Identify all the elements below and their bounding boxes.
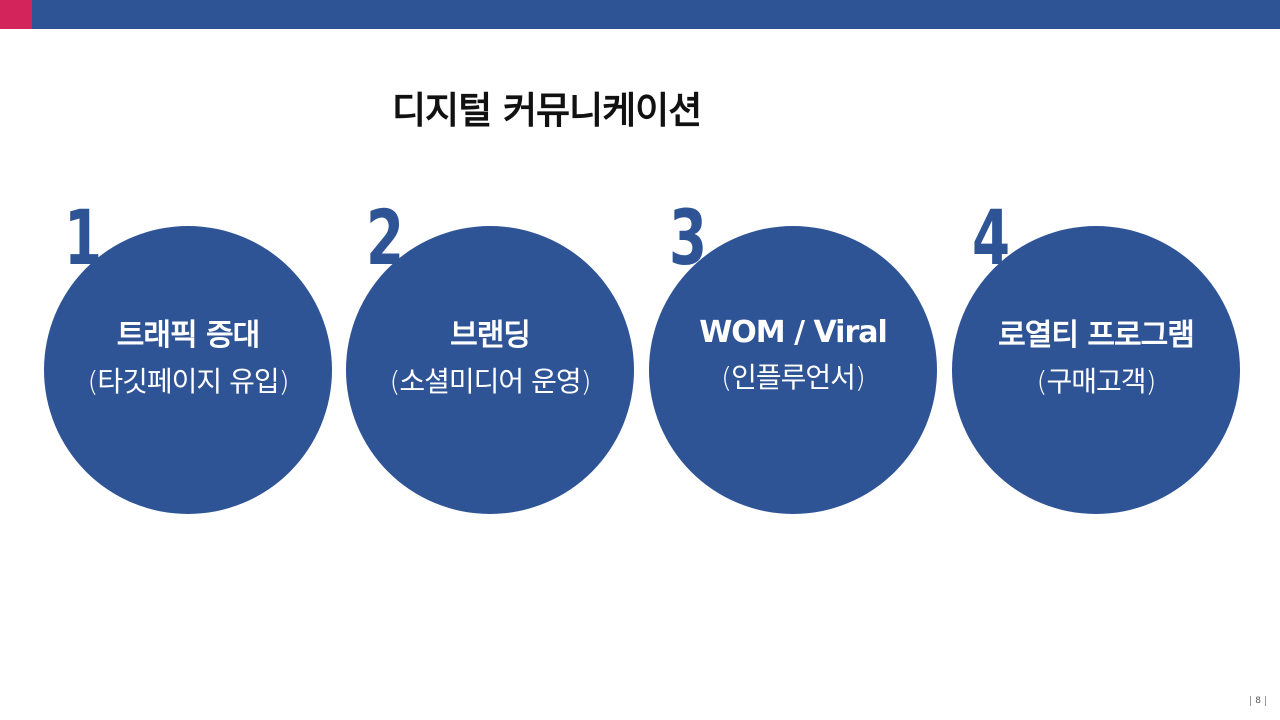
step-subtitle: (인플루언서) (721, 360, 866, 394)
step-subtitle: (타깃페이지 유입) (87, 365, 289, 398)
step-circle: 트래픽 증대 (타깃페이지 유입) (44, 226, 332, 514)
step-2: 2 브랜딩 (소셜미디어 운영) (346, 200, 646, 520)
step-title: 브랜딩 (450, 318, 531, 353)
top-bar (0, 0, 1280, 29)
step-circle: 브랜딩 (소셜미디어 운영) (346, 226, 634, 514)
step-title: 로열티 프로그램 (998, 318, 1195, 353)
accent-block (0, 0, 32, 29)
step-circle: 로열티 프로그램 (구매고객) (952, 226, 1240, 514)
step-3: 3 WOM / Viral (인플루언서) (649, 200, 949, 520)
step-1: 1 트래픽 증대 (타깃페이지 유입) (44, 200, 344, 520)
slide-title: 디지털 커뮤니케이션 (392, 89, 702, 132)
page-number: 8 (1250, 696, 1266, 706)
step-subtitle: (구매고객) (1036, 365, 1157, 398)
step-title: 트래픽 증대 (116, 318, 260, 353)
step-circle: WOM / Viral (인플루언서) (649, 226, 937, 514)
step-subtitle: (소셜미디어 운영) (389, 365, 591, 398)
step-title: WOM / Viral (699, 314, 888, 350)
step-4: 4 로열티 프로그램 (구매고객) (952, 200, 1252, 520)
